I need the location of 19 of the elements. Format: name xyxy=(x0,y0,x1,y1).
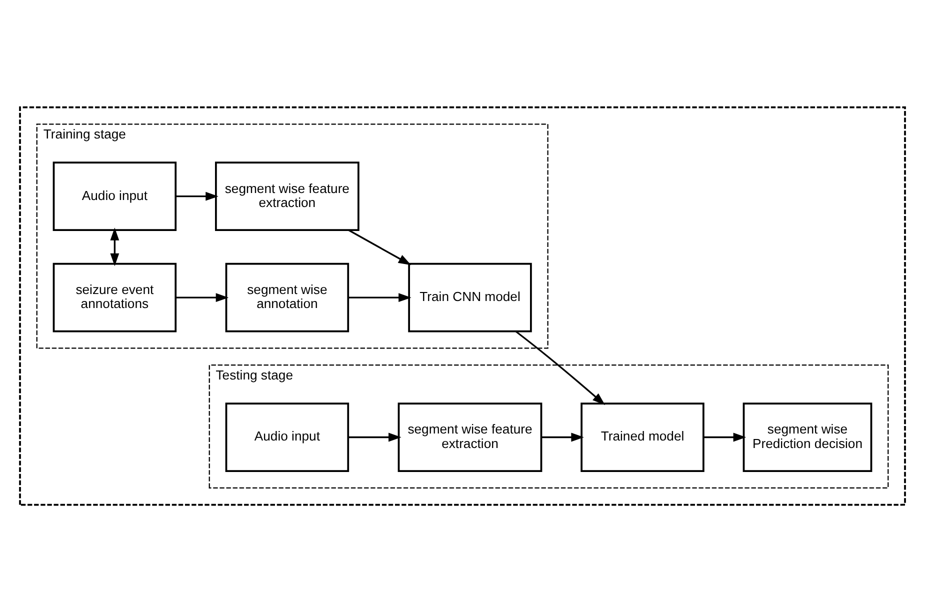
arrow xyxy=(348,293,412,302)
node-box: segment wise feature extraction xyxy=(398,402,542,472)
arrow xyxy=(176,192,218,201)
arrow xyxy=(704,432,746,442)
node-box: segment wise annotation xyxy=(225,262,350,332)
node-box: seizure event annotations xyxy=(52,262,177,332)
arrow xyxy=(515,330,606,406)
arrow xyxy=(110,228,120,266)
node-box: segment wise Prediction decision xyxy=(742,402,872,472)
node-box: segment wise feature extraction xyxy=(215,162,360,231)
node-box: Train CNN model xyxy=(408,262,532,332)
node-box: Audio input xyxy=(225,402,350,472)
node-box: Audio input xyxy=(52,162,177,231)
arrow xyxy=(541,432,584,442)
node-box: Trained model xyxy=(580,402,704,472)
cluster xyxy=(19,106,906,506)
arrow xyxy=(348,229,412,266)
arrow xyxy=(176,293,229,302)
arrow xyxy=(348,432,402,442)
